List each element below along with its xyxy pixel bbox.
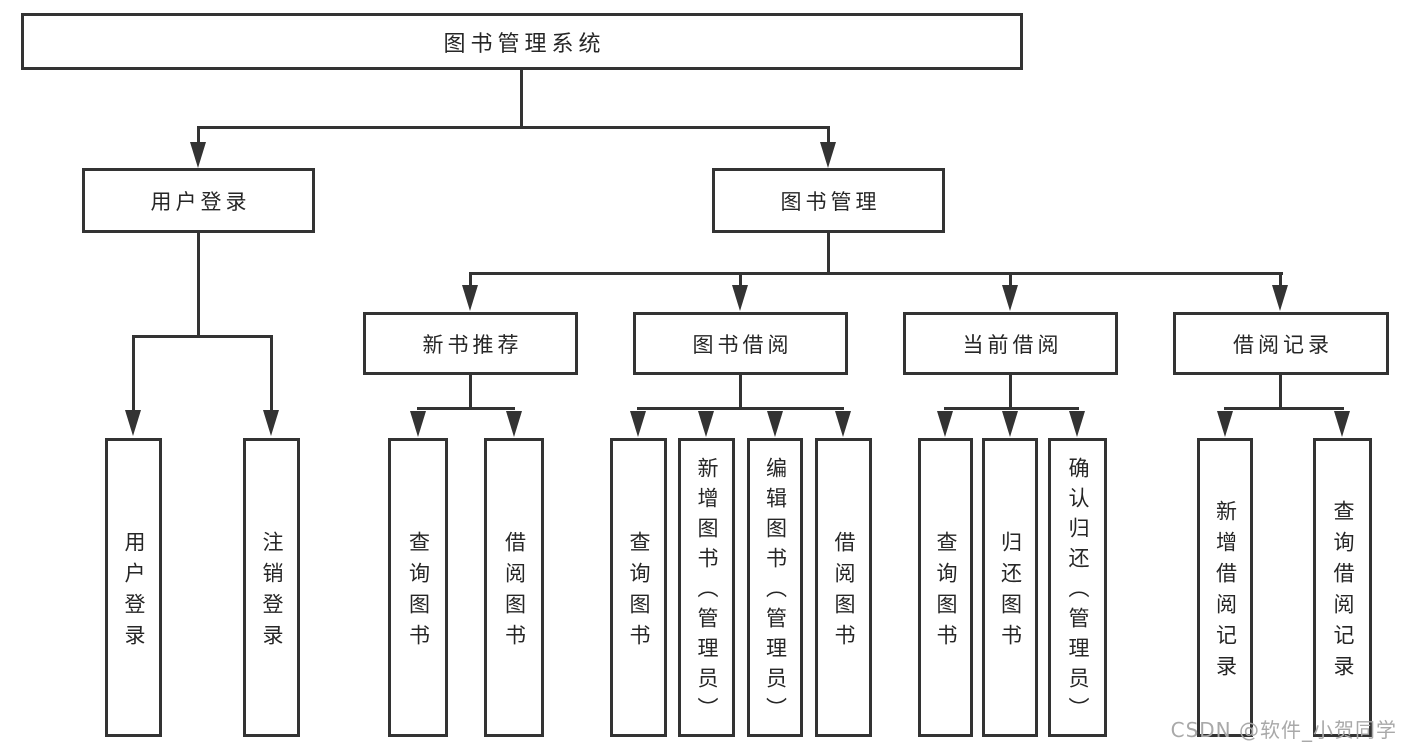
connector-line bbox=[132, 335, 135, 412]
leaf-add-books-admin: 新增图书（管理员） bbox=[678, 438, 735, 737]
watermark: CSDN @软件_小贺同学 bbox=[1170, 718, 1397, 742]
leaf-query-books-current: 查询图书 bbox=[918, 438, 973, 737]
connector-line bbox=[469, 272, 472, 287]
arrow-down-icon bbox=[1069, 411, 1085, 437]
leaf-query-books-borrowing-label: 查询图书 bbox=[627, 530, 651, 655]
node-user-login-label: 用户登录 bbox=[150, 189, 251, 214]
leaf-query-books-recommend: 查询图书 bbox=[388, 438, 448, 737]
connector-line bbox=[197, 126, 200, 146]
leaf-user-login: 用户登录 bbox=[105, 438, 162, 737]
node-borrowing-records-label: 借阅记录 bbox=[1233, 332, 1333, 357]
arrow-down-icon bbox=[820, 142, 836, 168]
connector-line bbox=[469, 272, 1283, 275]
connector-line bbox=[827, 233, 830, 275]
arrow-down-icon bbox=[1334, 411, 1350, 437]
arrow-down-icon bbox=[937, 411, 953, 437]
arrow-down-icon bbox=[1002, 411, 1018, 437]
leaf-edit-books-admin-label: 编辑图书（管理员） bbox=[763, 457, 788, 727]
leaf-add-borrow-record: 新增借阅记录 bbox=[1197, 438, 1253, 737]
connector-line bbox=[1279, 375, 1282, 410]
connector-line bbox=[197, 126, 830, 129]
leaf-query-books-borrowing: 查询图书 bbox=[610, 438, 667, 737]
arrow-down-icon bbox=[263, 410, 279, 436]
arrow-down-icon bbox=[767, 411, 783, 437]
node-book-management-label: 图书管理 bbox=[780, 189, 881, 214]
leaf-edit-books-admin: 编辑图书（管理员） bbox=[747, 438, 803, 737]
connector-line bbox=[739, 272, 742, 287]
connector-line bbox=[1009, 375, 1012, 410]
arrow-down-icon bbox=[462, 285, 478, 311]
arrow-down-icon bbox=[732, 285, 748, 311]
leaf-confirm-return-admin-label: 确认归还（管理员） bbox=[1066, 457, 1090, 727]
node-book-borrowing: 图书借阅 bbox=[633, 312, 848, 375]
connector-line bbox=[132, 335, 273, 338]
connector-line bbox=[197, 233, 200, 337]
arrow-down-icon bbox=[410, 411, 426, 437]
node-current-borrowing-label: 当前借阅 bbox=[962, 332, 1063, 357]
node-book-borrowing-label: 图书借阅 bbox=[692, 332, 793, 357]
leaf-borrow-books-borrowing: 借阅图书 bbox=[815, 438, 872, 737]
leaf-query-borrow-record-label: 查询借阅记录 bbox=[1331, 499, 1355, 686]
node-new-book-recommendation: 新书推荐 bbox=[363, 312, 578, 375]
connector-line bbox=[469, 375, 472, 410]
arrow-down-icon bbox=[190, 142, 206, 168]
node-current-borrowing: 当前借阅 bbox=[903, 312, 1118, 375]
connector-line bbox=[520, 70, 523, 128]
node-root: 图书管理系统 bbox=[21, 13, 1023, 70]
leaf-borrow-books-borrowing-label: 借阅图书 bbox=[832, 530, 856, 655]
arrow-down-icon bbox=[698, 411, 714, 437]
leaf-confirm-return-admin: 确认归还（管理员） bbox=[1048, 438, 1107, 737]
node-borrowing-records: 借阅记录 bbox=[1173, 312, 1389, 375]
leaf-logout-label: 注销登录 bbox=[260, 530, 284, 655]
arrow-down-icon bbox=[506, 411, 522, 437]
leaf-query-books-recommend-label: 查询图书 bbox=[406, 530, 431, 655]
node-root-label: 图书管理系统 bbox=[443, 31, 606, 57]
arrow-down-icon bbox=[630, 411, 646, 437]
node-user-login: 用户登录 bbox=[82, 168, 315, 233]
leaf-borrow-books-recommend: 借阅图书 bbox=[484, 438, 544, 737]
leaf-query-books-current-label: 查询图书 bbox=[934, 530, 958, 655]
connector-line bbox=[1279, 272, 1282, 287]
leaf-return-books-label: 归还图书 bbox=[998, 530, 1023, 655]
connector-line bbox=[417, 407, 515, 410]
arrow-down-icon bbox=[1217, 411, 1233, 437]
leaf-query-borrow-record: 查询借阅记录 bbox=[1313, 438, 1372, 737]
leaf-logout: 注销登录 bbox=[243, 438, 300, 737]
node-new-book-recommendation-label: 新书推荐 bbox=[422, 332, 523, 357]
connector-line bbox=[637, 407, 844, 410]
arrow-down-icon bbox=[1272, 285, 1288, 311]
leaf-return-books: 归还图书 bbox=[982, 438, 1038, 737]
connector-line bbox=[1009, 272, 1012, 287]
arrow-down-icon bbox=[835, 411, 851, 437]
node-book-management: 图书管理 bbox=[712, 168, 945, 233]
leaf-borrow-books-recommend-label: 借阅图书 bbox=[502, 530, 527, 655]
connector-line bbox=[827, 126, 830, 146]
arrow-down-icon bbox=[1002, 285, 1018, 311]
arrow-down-icon bbox=[125, 410, 141, 436]
leaf-add-books-admin-label: 新增图书（管理员） bbox=[695, 457, 719, 727]
leaf-add-borrow-record-label: 新增借阅记录 bbox=[1213, 499, 1238, 686]
connector-line bbox=[1224, 407, 1344, 410]
connector-line bbox=[944, 407, 1079, 410]
leaf-user-login-label: 用户登录 bbox=[122, 530, 146, 655]
connector-line bbox=[739, 375, 742, 410]
connector-line bbox=[270, 335, 273, 412]
